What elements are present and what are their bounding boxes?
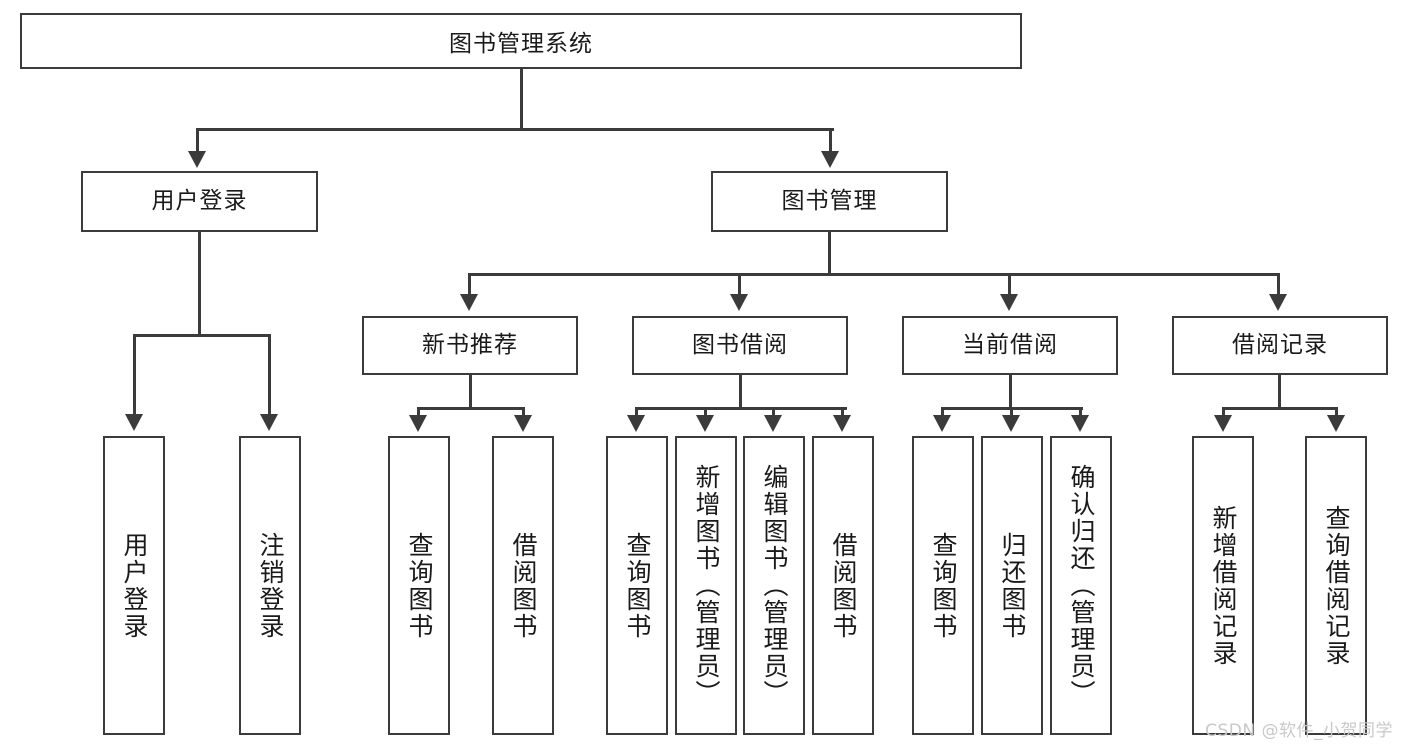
edge-new-book-stem [469,375,472,407]
edge-book-borrow-stem [739,375,742,407]
leaf-user-login-login[interactable]: 用户登录 [103,436,165,735]
edge-bm-to-new-book [468,273,471,296]
arrow-new-book-to-leaf-1 [409,415,427,432]
arrow-bm-to-borrow-record [1269,294,1287,311]
edge-user-login-to-leaf-1 [133,334,136,416]
node-current-borrow[interactable]: 当前借阅 [902,316,1118,375]
edge-book-borrow-to-leaf-1 [635,407,638,417]
arrow-bm-to-current-borrow [1000,294,1018,311]
edge-user-login-bar [133,334,271,337]
leaf-book-borrow-query[interactable]: 查询图书 [606,436,668,735]
edge-root-bar [196,128,834,131]
leaf-new-book-borrow[interactable]: 借阅图书 [492,436,554,735]
edge-book-borrow-to-leaf-2 [704,407,707,417]
node-label: 借阅记录 [1232,331,1328,358]
node-new-book-recommend[interactable]: 新书推荐 [362,316,578,375]
leaf-book-borrow-edit-admin[interactable]: 编辑图书（管理员） [743,436,805,735]
arrow-new-book-to-leaf-2 [514,415,532,432]
node-borrow-record[interactable]: 借阅记录 [1172,316,1388,375]
arrow-borrow-record-to-leaf-2 [1327,415,1345,432]
leaf-current-borrow-confirm-admin[interactable]: 确认归还（管理员） [1050,436,1112,735]
node-label: 查询借阅记录 [1322,504,1351,667]
node-label: 用户登录 [120,531,149,640]
edge-new-book-bar [417,407,525,410]
arrow-current-borrow-to-leaf-1 [933,415,951,432]
edge-book-management-bar [468,273,1280,276]
edge-book-borrow-to-leaf-4 [841,407,844,417]
node-label: 借阅图书 [829,531,858,640]
leaf-user-login-logout[interactable]: 注销登录 [239,436,301,735]
edge-new-book-to-leaf-2 [522,407,525,417]
arrow-bm-to-book-borrow [730,294,748,311]
edge-borrow-record-bar [1222,407,1338,410]
edge-root-to-book-management [829,128,832,153]
node-book-management[interactable]: 图书管理 [711,171,948,232]
node-label: 确认归还（管理员） [1067,464,1096,707]
edge-book-management-stem [828,232,831,273]
edge-bm-to-borrow-record [1277,273,1280,296]
node-label: 查询图书 [929,531,958,640]
arrow-bm-to-new-book [460,294,478,311]
leaf-new-book-query[interactable]: 查询图书 [388,436,450,735]
leaf-current-borrow-return[interactable]: 归还图书 [981,436,1043,735]
node-book-borrow[interactable]: 图书借阅 [632,316,848,375]
node-label: 用户登录 [151,187,248,214]
edge-bm-to-book-borrow [738,273,741,296]
leaf-book-borrow-borrow[interactable]: 借阅图书 [812,436,874,735]
edge-book-borrow-to-leaf-3 [772,407,775,417]
node-label: 借阅图书 [509,531,538,640]
node-label: 新书推荐 [422,331,518,358]
arrow-root-to-book-management [821,151,839,168]
edge-user-login-to-leaf-2 [268,334,271,416]
edge-current-borrow-stem [1009,375,1012,407]
node-label: 图书管理 [781,187,878,214]
edge-book-borrow-bar [635,407,847,410]
node-label: 查询图书 [405,531,434,640]
edge-current-borrow-to-leaf-3 [1079,407,1082,417]
arrow-book-borrow-to-leaf-3 [764,415,782,432]
node-label: 当前借阅 [962,331,1058,358]
leaf-borrow-record-query[interactable]: 查询借阅记录 [1305,436,1367,735]
edge-root-to-user-login [196,128,199,153]
arrow-current-borrow-to-leaf-3 [1071,415,1089,432]
edge-root-stem [520,69,523,128]
edge-current-borrow-to-leaf-1 [941,407,944,417]
arrow-user-login-to-leaf-1 [125,414,143,431]
arrow-borrow-record-to-leaf-1 [1214,415,1232,432]
node-label: 新增借阅记录 [1209,504,1238,667]
node-label: 新增图书（管理员） [692,464,721,707]
edge-borrow-record-to-leaf-1 [1222,407,1225,417]
node-label: 编辑图书（管理员） [760,464,789,707]
node-label: 查询图书 [623,531,652,640]
edge-new-book-to-leaf-1 [417,407,420,417]
node-label: 图书借阅 [692,331,788,358]
leaf-borrow-record-add[interactable]: 新增借阅记录 [1192,436,1254,735]
node-label: 图书管理系统 [449,31,593,57]
arrow-book-borrow-to-leaf-4 [833,415,851,432]
arrow-root-to-user-login [188,151,206,168]
node-label: 归还图书 [998,531,1027,640]
node-user-login[interactable]: 用户登录 [81,171,318,232]
arrow-current-borrow-to-leaf-2 [1002,415,1020,432]
node-label: 注销登录 [256,531,285,640]
edge-bm-to-current-borrow [1008,273,1011,296]
arrow-book-borrow-to-leaf-1 [627,415,645,432]
edge-borrow-record-stem [1278,375,1281,407]
leaf-book-borrow-add-admin[interactable]: 新增图书（管理员） [675,436,737,735]
edge-current-borrow-to-leaf-2 [1010,407,1013,417]
arrow-book-borrow-to-leaf-2 [696,415,714,432]
edge-user-login-stem [198,232,201,334]
edge-borrow-record-to-leaf-2 [1335,407,1338,417]
node-root-book-management-system[interactable]: 图书管理系统 [20,13,1022,69]
arrow-user-login-to-leaf-2 [260,414,278,431]
leaf-current-borrow-query[interactable]: 查询图书 [912,436,974,735]
